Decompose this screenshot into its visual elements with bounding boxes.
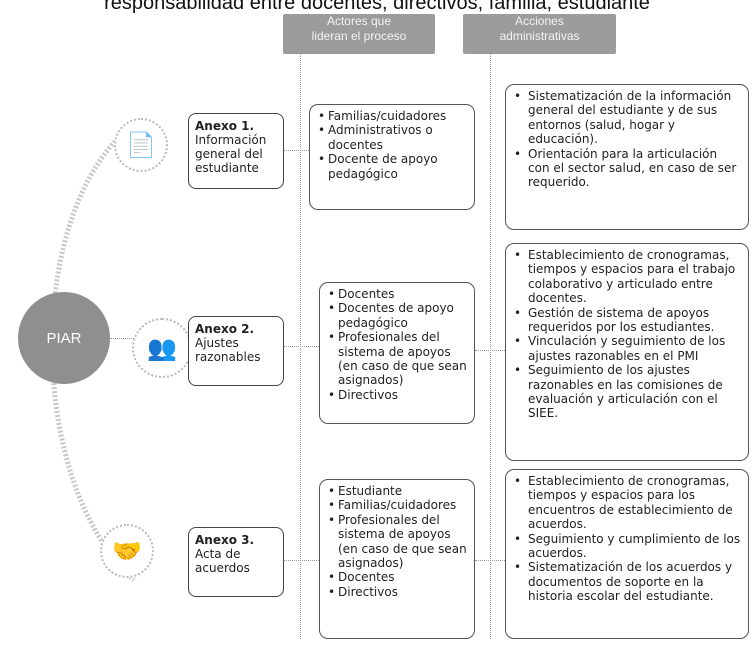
actor-item: Familias/cuidadores <box>318 109 468 124</box>
actor-item: Docentes <box>328 570 468 585</box>
header-actors-line2: lideran el proceso <box>311 29 407 43</box>
people-icon: 👥 <box>132 318 192 378</box>
connector-line <box>475 560 505 561</box>
action-item: Seguimiento y cumplimiento de los acuerd… <box>514 532 742 561</box>
annex-subtitle: Ajustes razonables <box>195 336 261 364</box>
action-item: Vinculación y seguimiento de los ajustes… <box>514 334 742 363</box>
actions-box-2: Establecimiento de cronogramas, tiempos … <box>505 243 749 461</box>
actor-item: Familias/cuidadores <box>328 498 468 513</box>
header-actions-line2: administrativas <box>499 29 580 43</box>
actor-item: Profesionales del sistema de apoyos (en … <box>328 513 468 571</box>
action-item: Seguimiento de los ajustes razonables en… <box>514 363 742 421</box>
actor-item: Administrativos o docentes <box>318 123 468 152</box>
actors-box-2: Docentes Docentes de apoyo pedagógico Pr… <box>319 282 475 424</box>
actor-item: Directivos <box>328 585 468 600</box>
connector-line <box>283 150 309 151</box>
action-item: Gestión de sistema de apoyos requeridos … <box>514 306 742 335</box>
connector-line <box>475 350 505 351</box>
header-actions: Acciones administrativas <box>463 14 616 54</box>
divider-line <box>490 54 491 639</box>
annex-title: Anexo 1. <box>195 119 255 133</box>
handshake-icon: 🤝 <box>100 524 154 578</box>
actions-box-1: Sistematización de la información genera… <box>505 84 749 230</box>
actions-box-3: Establecimiento de cronogramas, tiempos … <box>505 469 749 639</box>
action-item: Sistematización de la información genera… <box>514 89 742 147</box>
action-item: Orientación para la articulación con el … <box>514 147 742 190</box>
connector-arc <box>49 117 141 582</box>
connector-line <box>110 338 150 339</box>
page-title: responsabilidad entre docentes, directiv… <box>104 0 650 14</box>
action-item: Establecimiento de cronogramas, tiempos … <box>514 474 742 532</box>
document-icon: 📄 <box>114 118 168 172</box>
connector-line <box>283 560 319 561</box>
annex-2-box: Anexo 2. Ajustes razonables <box>188 316 284 386</box>
actors-box-3: Estudiante Familias/cuidadores Profesion… <box>319 479 475 639</box>
actor-item: Docentes de apoyo pedagógico <box>328 301 468 330</box>
annex-1-box: Anexo 1. Información general del estudia… <box>188 113 284 189</box>
header-actors: Actores que lideran el proceso <box>283 14 435 54</box>
connector-line <box>283 346 319 347</box>
piar-circle: PIAR <box>18 292 110 384</box>
annex-3-box: Anexo 3. Acta de acuerdos <box>188 527 284 597</box>
actor-item: Profesionales del sistema de apoyos (en … <box>328 330 468 388</box>
annex-title: Anexo 3. <box>195 533 255 547</box>
action-item: Establecimiento de cronogramas, tiempos … <box>514 248 742 306</box>
annex-title: Anexo 2. <box>195 322 255 336</box>
actor-item: Docentes <box>328 287 468 302</box>
header-actions-line1: Acciones <box>515 14 564 28</box>
actor-item: Estudiante <box>328 484 468 499</box>
annex-subtitle: Información general del estudiante <box>195 133 267 175</box>
actors-box-1: Familias/cuidadores Administrativos o do… <box>309 104 475 210</box>
annex-subtitle: Acta de acuerdos <box>195 547 250 575</box>
action-item: Sistematización de los acuerdos y docume… <box>514 560 742 603</box>
header-actors-line1: Actores que <box>326 14 392 28</box>
actor-item: Docente de apoyo pedagógico <box>318 152 468 181</box>
actor-item: Directivos <box>328 388 468 403</box>
